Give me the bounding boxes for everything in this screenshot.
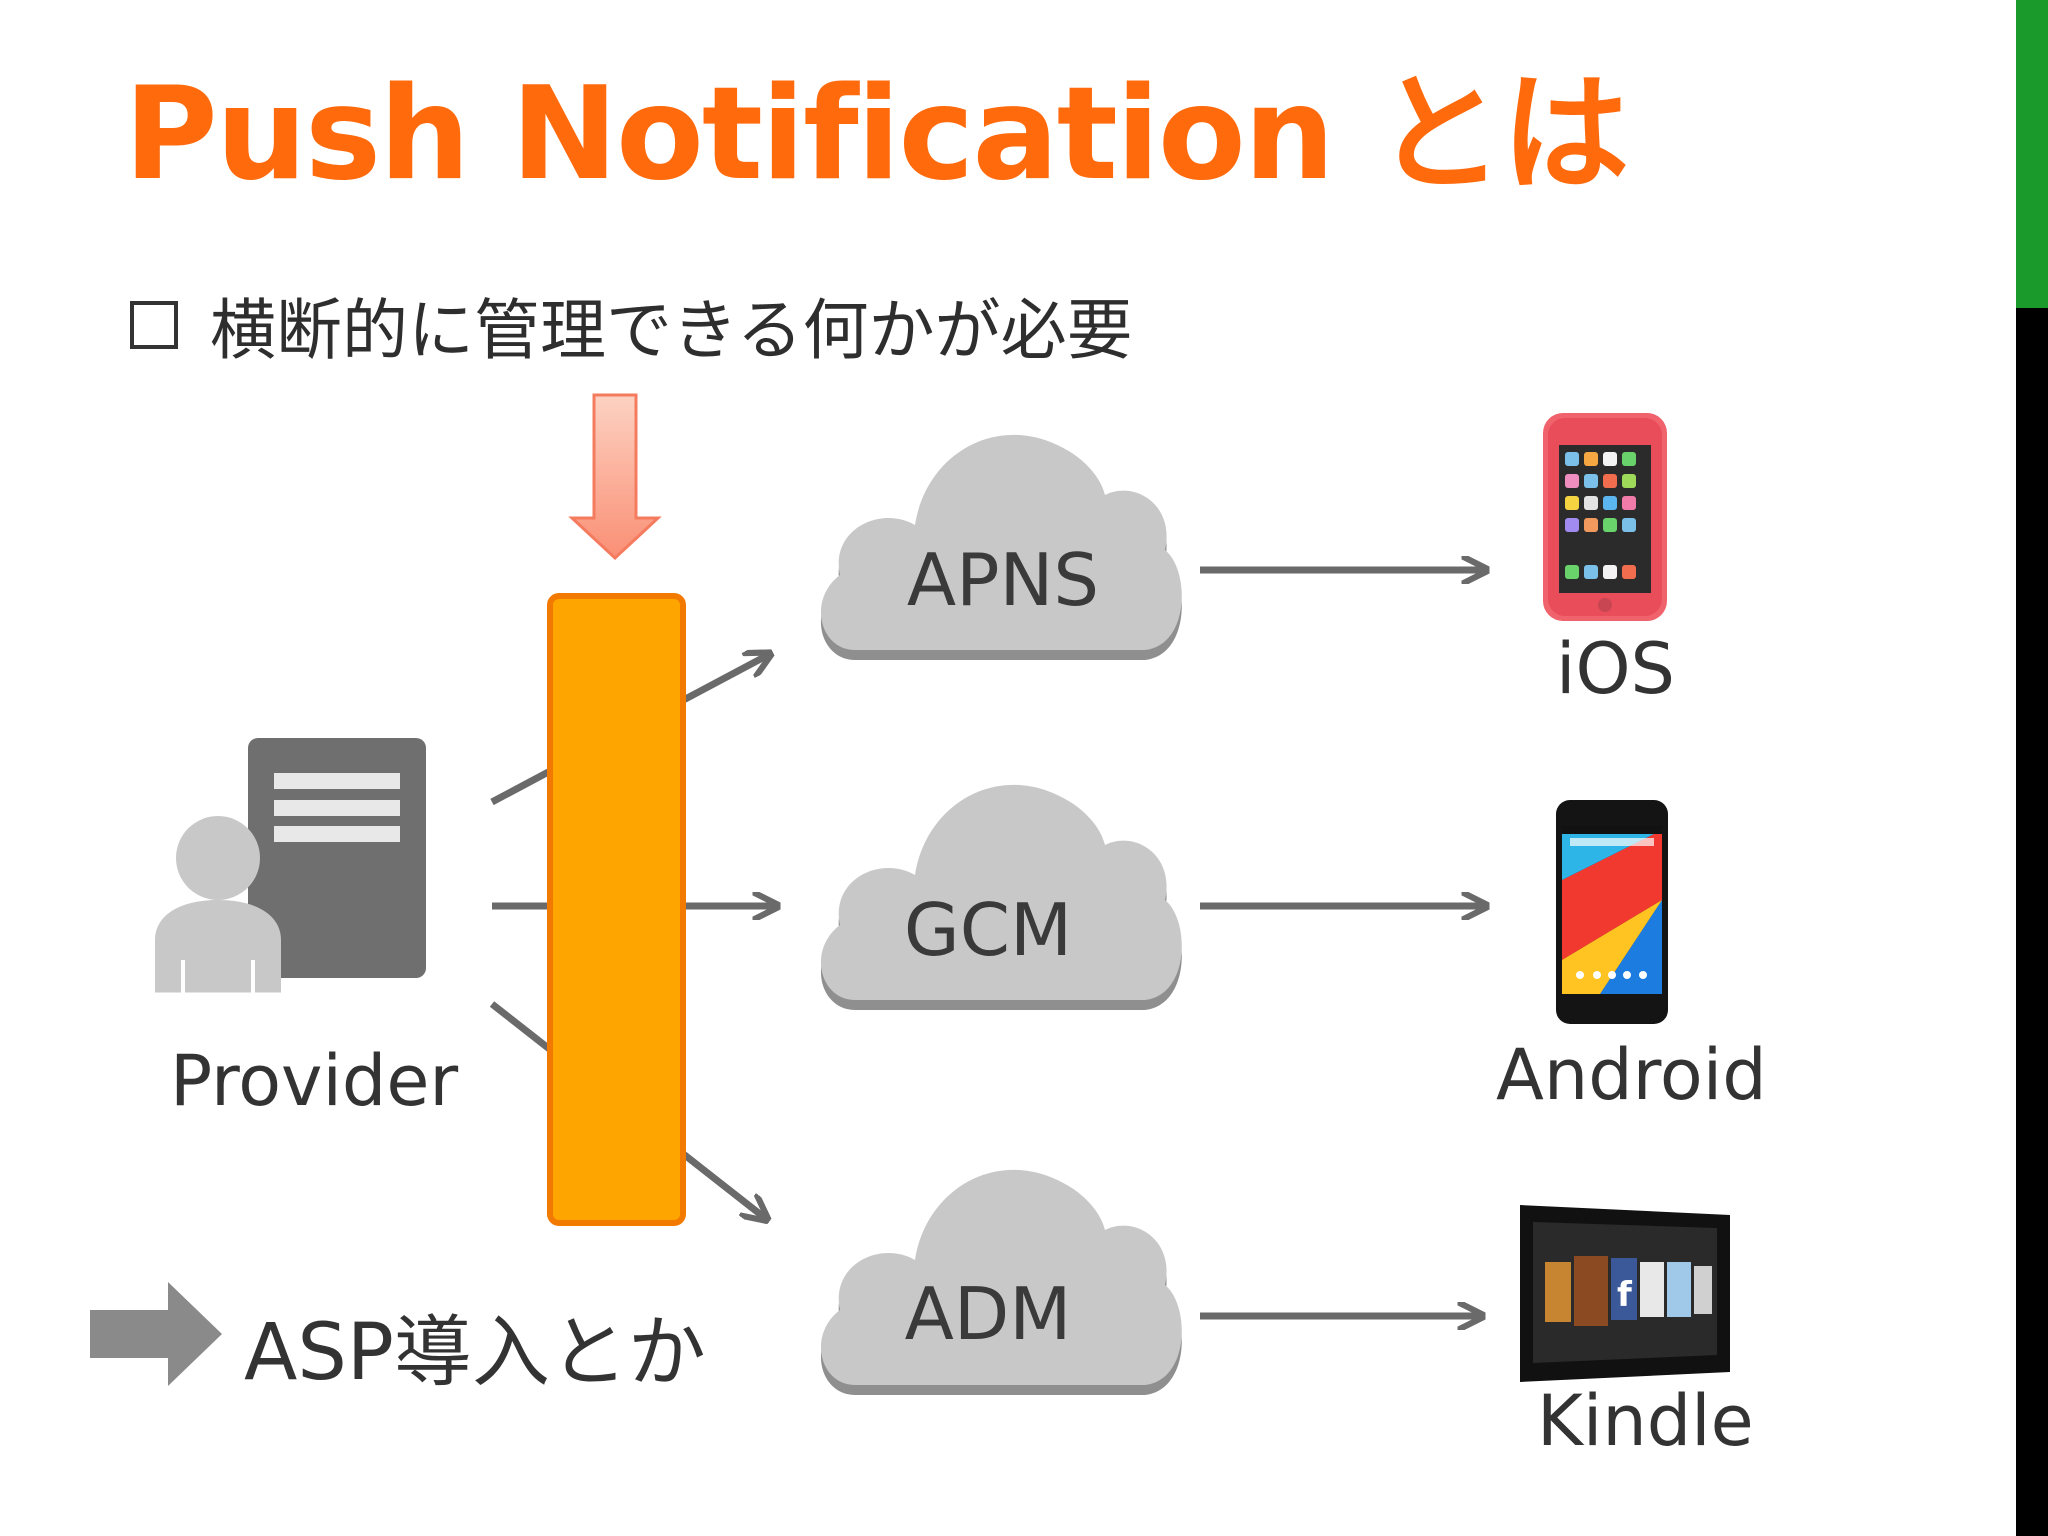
provider-label: Provider (170, 1040, 459, 1122)
asp-arrow-icon (90, 1282, 222, 1386)
iphone-icon (1543, 413, 1667, 621)
down-arrow-icon (568, 393, 662, 561)
bullet-text: 横断的に管理できる何かが必要 (210, 292, 1133, 369)
asp-note-label: ASP導入とか (244, 1308, 706, 1398)
android-phone-icon (1556, 800, 1668, 1024)
device-label-ios: iOS (1556, 628, 1675, 710)
device-label-kindle: Kindle (1537, 1380, 1754, 1462)
kindle-tablet-icon: f (1520, 1205, 1730, 1382)
bullet-item: 横断的に管理できる何かが必要 (130, 280, 1133, 370)
slide-title: Push Notification とは (124, 60, 1629, 209)
side-stripe-black (2016, 308, 2048, 1536)
device-label-android: Android (1496, 1034, 1767, 1116)
side-stripe-green (2016, 0, 2048, 308)
checkbox-bullet-icon (130, 301, 178, 349)
cloud-label-apns: APNS (906, 538, 1100, 622)
cloud-label-adm: ADM (904, 1272, 1072, 1356)
cloud-label-gcm: GCM (903, 888, 1073, 972)
device-arrows (1200, 570, 1484, 1316)
middleware-bar (547, 593, 686, 1226)
svg-text:f: f (1617, 1275, 1633, 1315)
provider-icon (155, 738, 426, 998)
